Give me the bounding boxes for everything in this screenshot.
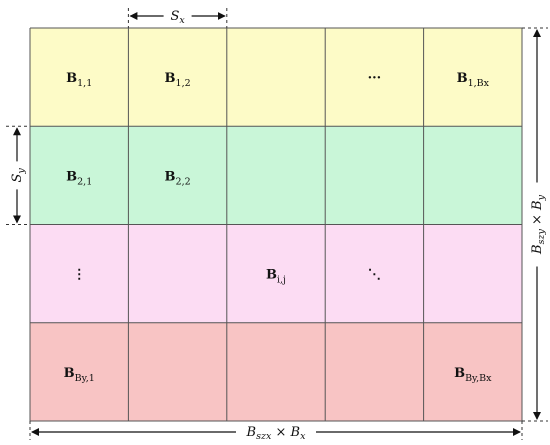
block-label: ⋱ — [368, 268, 381, 283]
dimension-label-right: Bszy × By — [530, 194, 547, 255]
grid-lines — [29, 27, 523, 422]
block-label: BBy,1 — [64, 366, 95, 384]
block-label: B1,1 — [66, 71, 92, 89]
block-label: ··· — [368, 71, 382, 86]
block-label: B1,Bx — [457, 71, 490, 89]
right-label-bg — [528, 182, 546, 267]
dimension-label-sx: Sx — [170, 9, 185, 26]
block-label: ⋮ — [73, 268, 86, 283]
block-label: BBy,Bx — [454, 366, 492, 384]
block-label: B2,1 — [66, 169, 92, 187]
block-label: Bi,j — [266, 268, 286, 286]
row-band-1 — [30, 28, 522, 127]
row-band-4 — [30, 322, 522, 421]
bottom-label-bg — [236, 423, 316, 441]
block-label: B1,2 — [165, 71, 191, 89]
sy-label-bg — [9, 161, 25, 190]
sx-label-bg — [163, 8, 192, 24]
row-band-3 — [30, 224, 522, 323]
block-label: B2,2 — [165, 169, 191, 187]
row-backgrounds — [30, 28, 522, 421]
dimension-label-sy: Sy — [10, 168, 27, 183]
dimension-label-bottom: Bszx × Bx — [246, 425, 307, 442]
row-band-2 — [30, 126, 522, 225]
